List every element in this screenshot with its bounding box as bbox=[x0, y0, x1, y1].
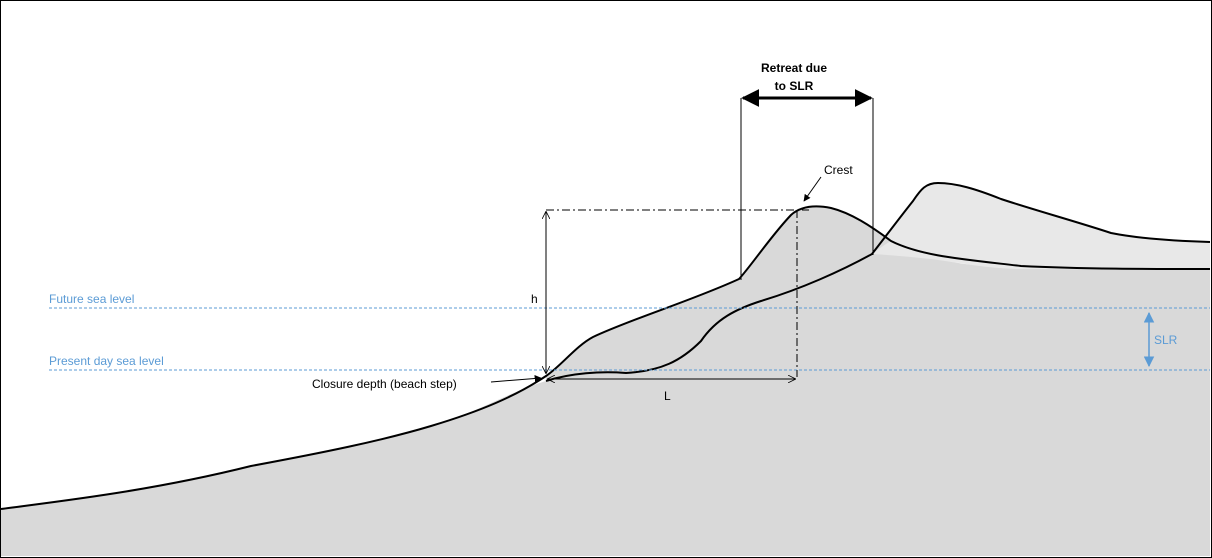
slr-label: SLR bbox=[1154, 333, 1178, 347]
future-sea-level-label: Future sea level bbox=[49, 292, 134, 306]
h-label: h bbox=[531, 292, 538, 306]
l-label: L bbox=[664, 389, 671, 403]
retreat-label-line1: Retreat due bbox=[761, 61, 827, 75]
retreat-label-line2: to SLR bbox=[775, 79, 814, 93]
present-profile-fill bbox=[1, 254, 1210, 556]
closure-depth-pointer bbox=[490, 375, 542, 383]
present-profile-outline bbox=[1, 205, 1210, 510]
crest-pointer bbox=[803, 176, 822, 202]
closure-depth-label: Closure depth (beach step) bbox=[312, 377, 457, 391]
present-sea-level-label: Present day sea level bbox=[49, 354, 164, 368]
crest-label: Crest bbox=[824, 163, 853, 177]
existing-dune-fill bbox=[546, 206, 891, 381]
future-dune-fill bbox=[872, 183, 1210, 271]
future-profile-outline bbox=[545, 181, 1210, 382]
